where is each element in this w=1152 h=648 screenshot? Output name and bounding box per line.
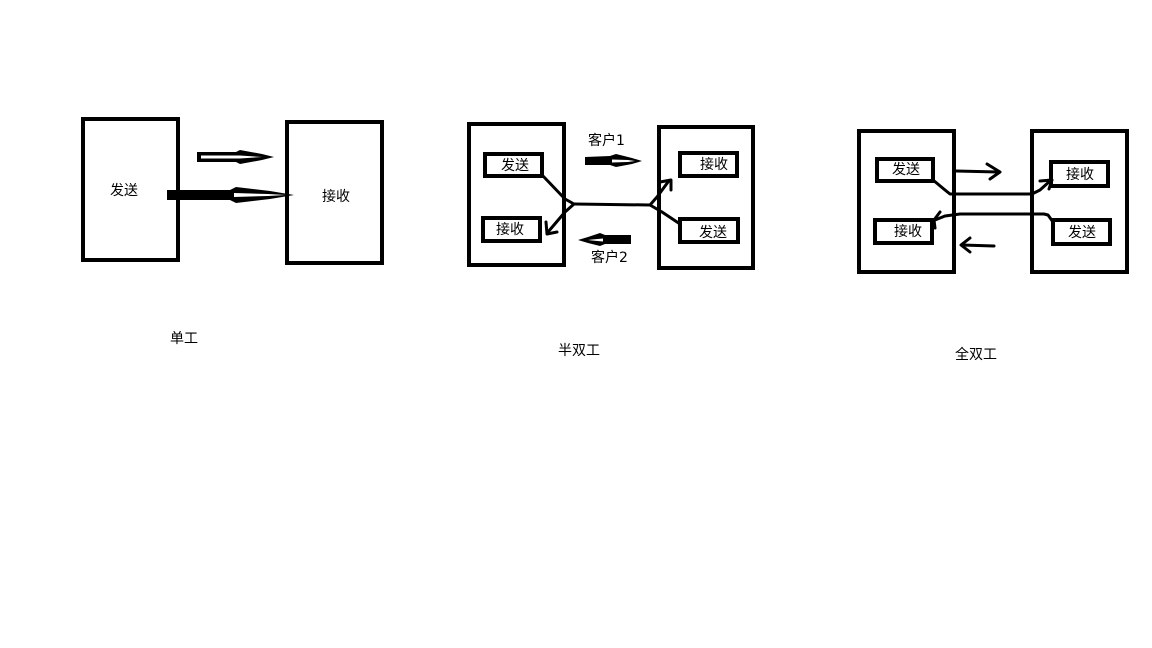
simplex-receiver-label: 接收 (322, 189, 350, 205)
simplex-receiver-box (285, 120, 384, 265)
half-duplex-caption: 半双工 (558, 343, 600, 359)
full-duplex-right-send-label: 发送 (1068, 225, 1096, 241)
full-duplex-right-box (1030, 129, 1129, 274)
half-duplex-left-receive-label: 接收 (496, 222, 524, 238)
full-duplex-channels (931, 178, 1055, 230)
half-duplex-left-box (467, 122, 566, 267)
half-duplex-left-send-box (483, 152, 544, 178)
full-duplex-arrow-right-icon (954, 162, 1002, 181)
simplex-arrow-top-icon (197, 150, 274, 164)
half-duplex-arrow-client2-icon (578, 233, 631, 246)
simplex-sender-label: 发送 (110, 183, 138, 199)
half-duplex-client1-label: 客户1 (588, 133, 625, 149)
full-duplex-left-receive-label: 接收 (894, 224, 922, 240)
full-duplex-right-receive-label: 接收 (1066, 167, 1094, 183)
half-duplex-shared-channel (541, 174, 682, 236)
full-duplex-left-send-box (875, 157, 935, 183)
full-duplex-diagram (857, 129, 1129, 274)
half-duplex-client2-label: 客户2 (591, 250, 628, 266)
full-duplex-caption: 全双工 (955, 347, 997, 363)
simplex-arrow-bottom-icon (167, 187, 294, 203)
full-duplex-arrow-left-icon (959, 236, 996, 254)
half-duplex-right-send-label: 发送 (699, 225, 727, 241)
half-duplex-right-receive-box (678, 151, 739, 178)
full-duplex-left-send-label: 发送 (892, 162, 920, 178)
full-duplex-right-receive-box (1049, 160, 1110, 188)
simplex-caption: 单工 (170, 331, 198, 347)
half-duplex-right-box (657, 125, 755, 270)
full-duplex-left-box (857, 129, 956, 274)
full-duplex-left-receive-box (873, 218, 934, 245)
full-duplex-right-send-box (1051, 218, 1112, 246)
simplex-diagram (81, 117, 384, 265)
half-duplex-left-receive-box (481, 216, 542, 243)
simplex-sender-box (81, 117, 180, 262)
half-duplex-right-receive-label: 接收 (700, 157, 728, 173)
half-duplex-diagram (467, 122, 755, 270)
half-duplex-right-send-box (678, 217, 740, 244)
half-duplex-left-send-label: 发送 (501, 158, 529, 174)
half-duplex-arrow-client1-icon (585, 154, 642, 167)
